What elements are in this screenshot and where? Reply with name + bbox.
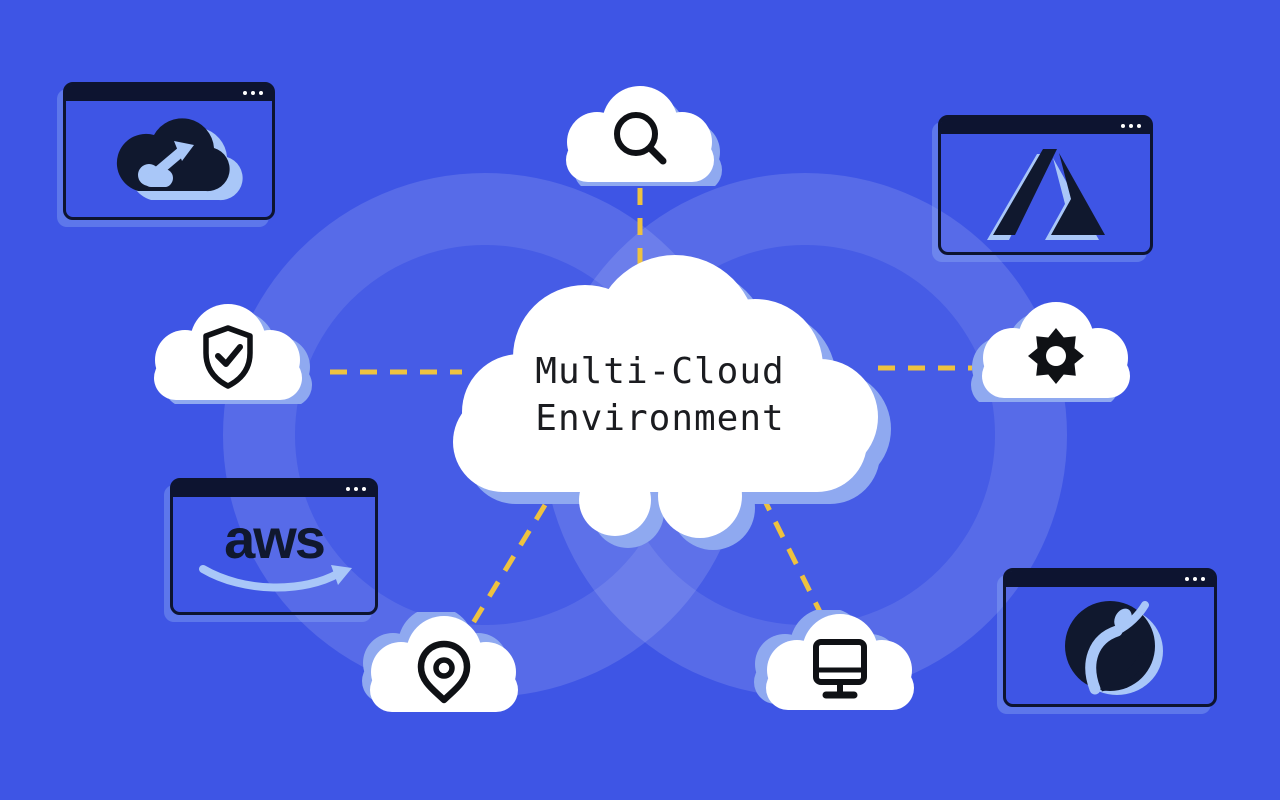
connector-bottom-right (759, 493, 831, 630)
window-titlebar (66, 85, 272, 101)
window-dot (1137, 124, 1141, 128)
window-dot (1193, 577, 1197, 581)
window-dot (1185, 577, 1189, 581)
aws-logo-text: aws (224, 506, 326, 570)
window-dot (354, 487, 358, 491)
google-cloud-logo (116, 118, 243, 201)
satellite-cloud-location (362, 612, 518, 712)
browser-window-azure (938, 115, 1153, 255)
location-pin-icon (417, 640, 471, 704)
gear-icon (1028, 328, 1084, 384)
window-titlebar (1006, 571, 1214, 587)
window-dot (259, 91, 263, 95)
central-title-line1: Multi-Cloud (535, 351, 785, 392)
monitor-icon (813, 639, 867, 699)
central-title: Multi-Cloud Environment (445, 348, 875, 442)
connector-bottom-left (464, 503, 548, 635)
aws-smile-icon (199, 564, 352, 592)
window-dot (1121, 124, 1125, 128)
window-titlebar (941, 118, 1150, 134)
rackspace-logo (1065, 600, 1163, 695)
window-dot (1201, 577, 1205, 581)
window-dot (243, 91, 247, 95)
satellite-cloud-search (566, 86, 722, 186)
central-title-line2: Environment (535, 398, 785, 439)
browser-window-aws: aws (170, 478, 378, 615)
browser-window-google-cloud (63, 82, 275, 220)
window-titlebar (173, 481, 375, 497)
window-dot (346, 487, 350, 491)
satellite-cloud-security (154, 304, 312, 404)
satellite-cloud-settings (971, 302, 1130, 402)
azure-logo (986, 149, 1105, 240)
aws-logo: aws (173, 497, 375, 612)
window-dot (362, 487, 366, 491)
window-dot (1129, 124, 1133, 128)
shield-check-icon (203, 325, 253, 389)
window-dot (251, 91, 255, 95)
browser-window-rackspace (1003, 568, 1217, 707)
search-icon (614, 112, 667, 165)
satellite-cloud-devices (754, 610, 914, 710)
